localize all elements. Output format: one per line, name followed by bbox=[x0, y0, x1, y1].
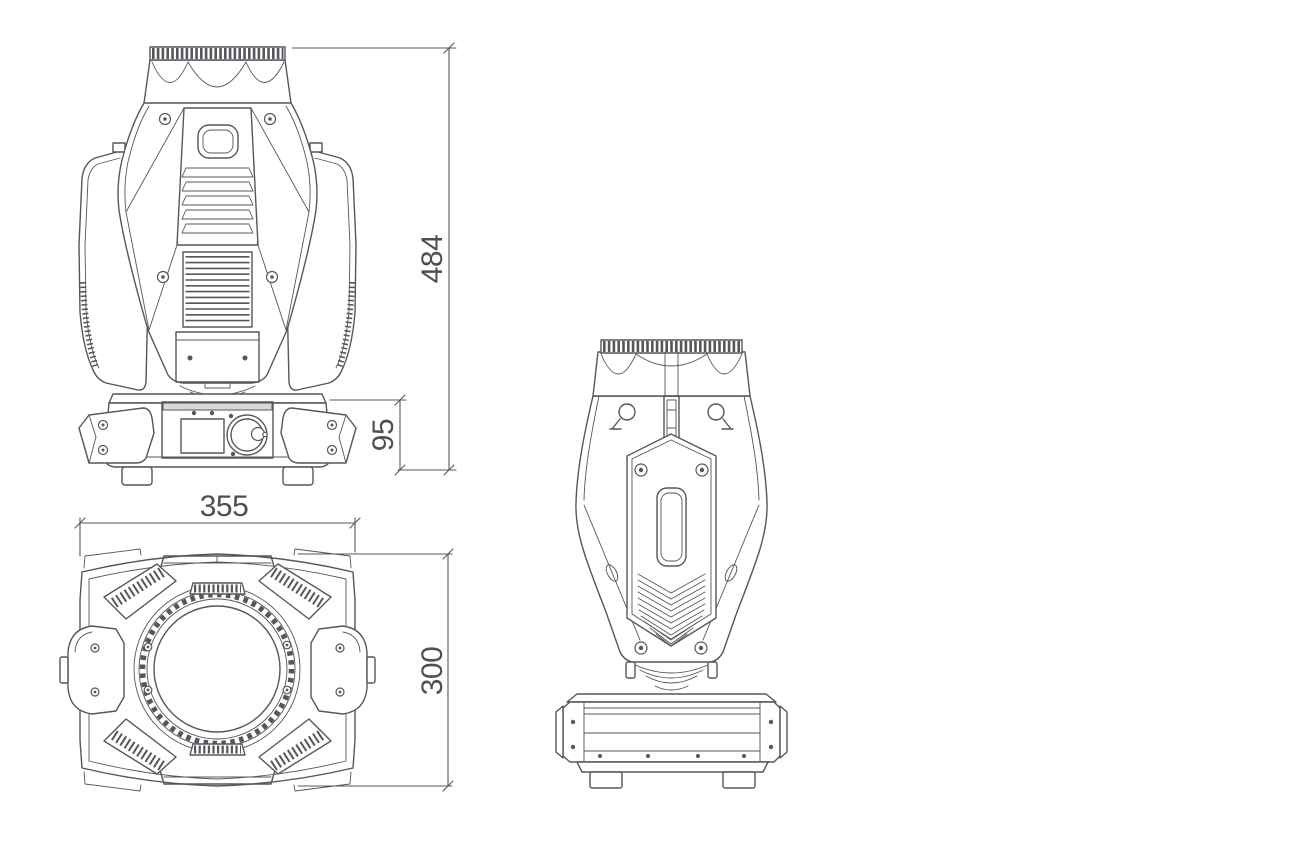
top-side-pod-right bbox=[310, 625, 376, 715]
top-lens bbox=[133, 585, 301, 753]
front-foot-right bbox=[282, 466, 314, 486]
front-base bbox=[78, 393, 357, 486]
front-control-panel bbox=[161, 401, 274, 459]
top-corner-tab bbox=[293, 771, 352, 792]
front-lower-vent bbox=[182, 251, 253, 328]
dimension-width: 355 bbox=[74, 490, 361, 557]
side-oval-cutout bbox=[656, 487, 687, 567]
front-upper-louvers bbox=[181, 167, 254, 234]
side-pan-collar bbox=[625, 661, 718, 691]
top-corner-vents bbox=[103, 563, 332, 775]
front-view bbox=[78, 46, 357, 486]
top-corner-tab bbox=[83, 548, 142, 569]
dimension-overall-height: 484 bbox=[291, 42, 457, 476]
side-latch-right bbox=[707, 403, 734, 430]
front-base-pod-right bbox=[280, 407, 357, 464]
front-heatsink-ribs bbox=[149, 46, 286, 61]
dimension-label-width: 355 bbox=[200, 490, 249, 523]
side-base bbox=[555, 693, 788, 789]
side-view bbox=[555, 339, 788, 789]
front-base-pod-left bbox=[78, 407, 155, 464]
top-view bbox=[59, 548, 376, 792]
dimension-base-height: 95 bbox=[329, 394, 407, 476]
top-handle-bars bbox=[159, 555, 276, 785]
side-face-panel bbox=[626, 433, 717, 655]
front-head-screws bbox=[156, 112, 279, 284]
side-latch-left bbox=[609, 403, 636, 430]
dimension-label-depth: 300 bbox=[416, 647, 449, 696]
dimension-label-overall-height: 484 bbox=[416, 235, 449, 284]
top-side-pod-left bbox=[59, 625, 125, 715]
top-corner-tab bbox=[293, 548, 352, 569]
side-chevron-vents bbox=[637, 573, 706, 647]
lens-face bbox=[153, 605, 281, 733]
side-foot-left bbox=[589, 771, 623, 789]
front-handle-cutout bbox=[197, 124, 239, 159]
display-screen bbox=[180, 418, 225, 454]
dimension-depth: 300 bbox=[297, 548, 454, 792]
side-foot-right bbox=[722, 771, 756, 789]
top-slat-vents bbox=[189, 582, 246, 756]
front-foot-left bbox=[121, 466, 153, 486]
dimension-label-base-height: 95 bbox=[367, 419, 400, 451]
front-head bbox=[117, 46, 318, 399]
top-corner-tab bbox=[83, 771, 142, 792]
side-head bbox=[575, 339, 768, 691]
